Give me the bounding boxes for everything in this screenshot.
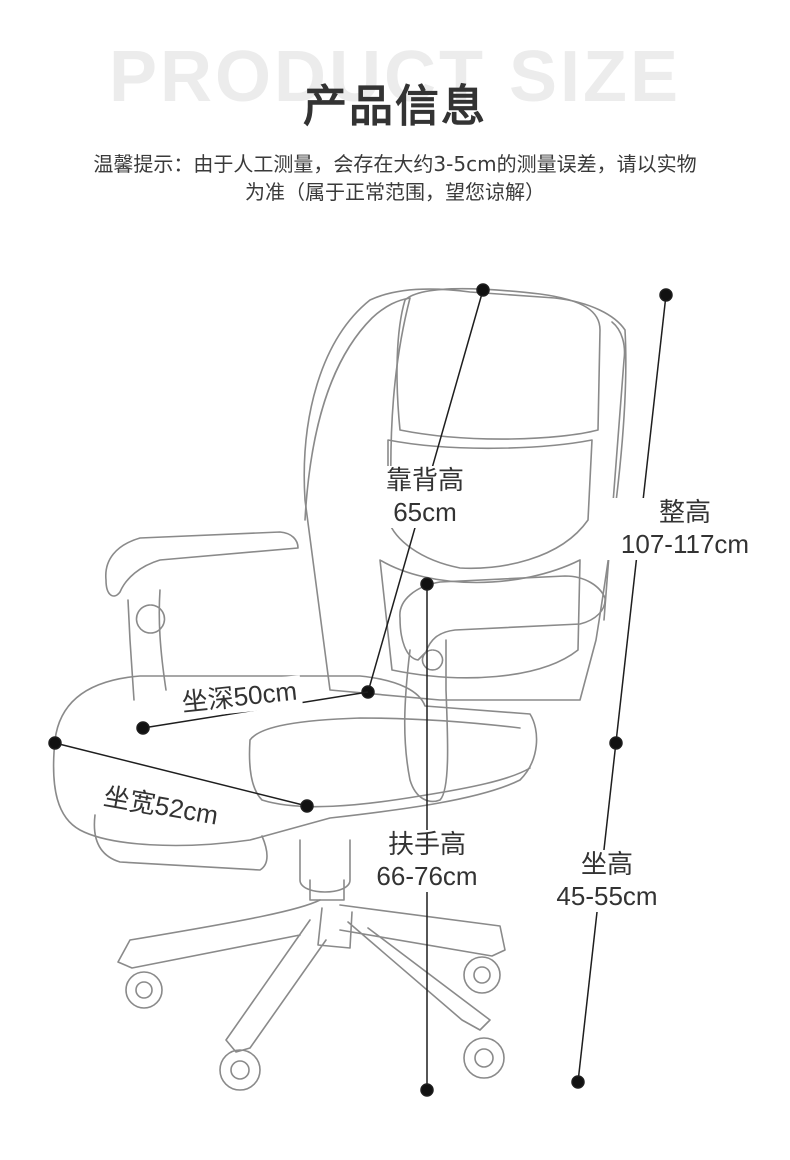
backrest-right-edge [603,321,626,621]
total-height-top-dot [659,288,673,302]
seat-height-label: 坐高 45-55cm [542,850,672,912]
caster-front-left [219,1049,261,1091]
seat-front-roll [248,717,531,808]
measurement-notice: 温馨提示：由于人工测量，会存在大约3-5cm的测量误差，请以实物 为准（属于正常… [20,150,770,206]
total-height-line [577,294,667,1083]
chair-base [117,899,506,1053]
backrest-height-top-dot [476,283,490,297]
page-title: 产品信息 [303,81,487,132]
left-armrest-pad [105,531,299,597]
headrest-cushion [396,287,601,440]
armrest-height-value: 66-76cm [376,861,478,891]
caster-right-back [463,956,501,994]
seat-height-name: 坐高 [580,850,633,880]
seat-height-top-dot [609,736,623,750]
backrest-height-value: 65cm [393,497,457,527]
backrest-height-label: 靠背高 65cm [372,466,478,528]
watermark-text: PRODUCT SIZE [108,37,682,117]
lower-back [379,559,581,679]
armrest-height-label: 扶手高 66-76cm [362,830,492,892]
caster-front-right [463,1037,505,1079]
gas-lift [299,839,351,901]
backrest-height-name: 靠背高 [385,466,464,496]
armrest-height-bottom-dot [420,1083,434,1097]
notice-line-2: 为准（属于正常范围，望您谅解） [245,180,545,204]
left-armrest-support [127,589,167,701]
lumbar-cushion [387,439,593,570]
total-height-label: 整高 107-117cm [607,498,763,560]
total-height-value: 107-117cm [620,529,750,559]
notice-line-1: 温馨提示：由于人工测量，会存在大约3-5cm的测量误差，请以实物 [93,152,697,176]
total-height-bottom-dot [571,1075,585,1089]
right-armrest-support [403,639,449,803]
seat-width-right-dot [300,799,314,813]
seat-height-value: 45-55cm [556,881,658,911]
seat-left-edge [93,814,268,871]
seat-cushion [52,675,538,847]
armrest-height-top-dot [420,577,434,591]
backrest-left-wing [304,297,411,521]
seat-depth-front-dot [136,721,150,735]
seat-width-left-dot [48,736,62,750]
seat-width-line [54,742,308,807]
armrest-height-name: 扶手高 [387,830,466,860]
caster-left [125,971,163,1009]
total-height-name: 整高 [658,498,711,528]
